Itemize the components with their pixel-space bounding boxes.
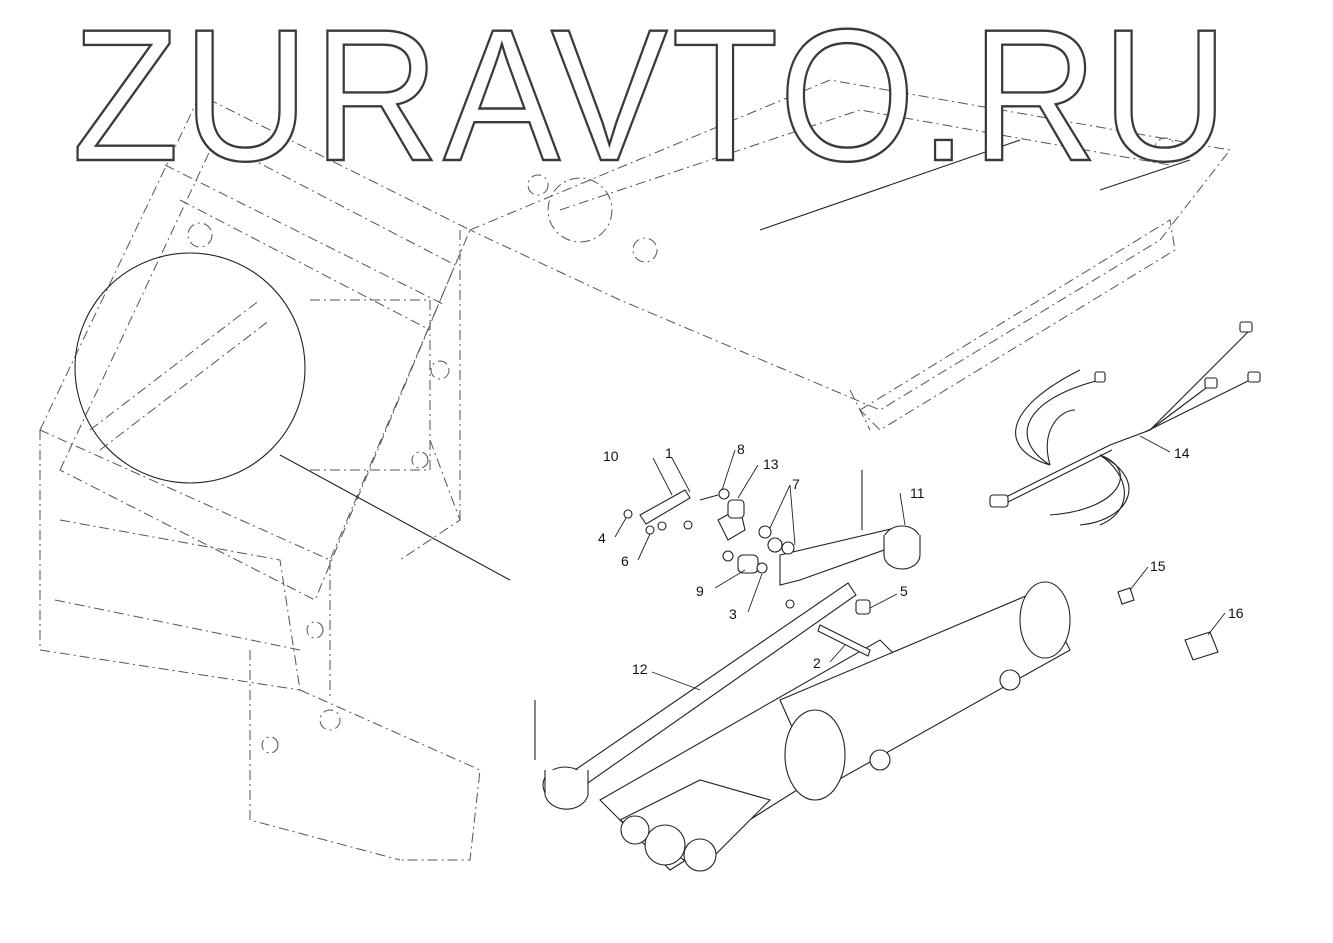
callout-1: 1 xyxy=(665,445,673,461)
part-5-nut xyxy=(855,599,871,615)
callout-5: 5 xyxy=(900,583,908,599)
ghost-frame-assembly xyxy=(39,79,1231,861)
callout-12: 12 xyxy=(632,661,648,677)
callout-9: 9 xyxy=(696,583,704,599)
watermark-text: ZURAVTO.RU xyxy=(72,0,1232,200)
callout-13: 13 xyxy=(763,456,779,472)
callout-2: 2 xyxy=(813,655,821,671)
hydraulic-cylinder xyxy=(599,581,1071,872)
leader-lines xyxy=(614,435,1226,691)
callout-3: 3 xyxy=(729,606,737,622)
part-12-long-arm xyxy=(534,582,857,810)
callout-6: 6 xyxy=(621,553,629,569)
callout-14: 14 xyxy=(1174,445,1190,461)
callout-4: 4 xyxy=(598,530,606,546)
callout-7: 7 xyxy=(792,476,800,492)
part-14-wiring-harness xyxy=(989,321,1261,526)
part-11-short-arm xyxy=(779,470,921,586)
callout-15: 15 xyxy=(1150,558,1166,574)
callout-10: 10 xyxy=(603,448,619,464)
part-10-plate xyxy=(639,489,691,525)
small-hardware xyxy=(623,488,871,657)
fittings xyxy=(1117,587,1219,661)
part-15-nut xyxy=(1117,587,1135,605)
callout-16: 16 xyxy=(1228,605,1244,621)
callout-11: 11 xyxy=(910,485,925,501)
part-16-connector xyxy=(1184,631,1219,661)
callout-labels: 1 2 3 4 5 6 7 8 9 10 11 12 13 14 15 16 xyxy=(598,441,1244,677)
callout-8: 8 xyxy=(737,441,745,457)
part-2-bolt xyxy=(817,624,871,657)
